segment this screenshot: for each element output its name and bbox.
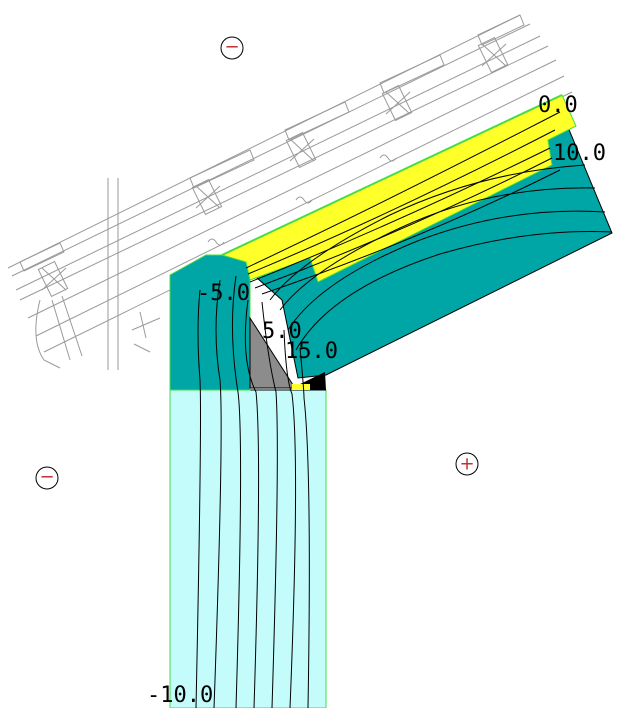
minus-circle-icon <box>220 36 244 60</box>
wall-section <box>169 389 327 708</box>
label-bottom: -10.0 <box>147 683 213 708</box>
outside-left-marker: − <box>35 466 59 490</box>
label-center-a: 5.0 <box>262 319 302 344</box>
roof-tile-sketch <box>7 14 573 370</box>
label-right: 10.0 <box>553 141 606 166</box>
label-wall-top: -5.0 <box>197 281 250 306</box>
inside-sign: + <box>459 454 474 475</box>
outside-top-sign: − <box>224 37 239 58</box>
inside-marker: + <box>455 452 479 476</box>
gray-wedge <box>249 316 296 389</box>
minus-circle-icon <box>35 466 59 490</box>
wall-head-block <box>169 254 251 391</box>
plus-circle-icon <box>455 452 479 476</box>
label-top-right: 0.0 <box>538 93 578 118</box>
outside-left-sign: − <box>39 467 54 488</box>
isotherm-lines <box>195 111 613 708</box>
label-center-b: 15.0 <box>285 339 338 364</box>
wall-fill <box>169 389 327 708</box>
insulation-layer <box>220 94 577 283</box>
outside-top-marker: − <box>220 36 244 60</box>
isotherm-labels: 0.0 10.0 -5.0 5.0 15.0 -10.0 <box>147 93 606 708</box>
